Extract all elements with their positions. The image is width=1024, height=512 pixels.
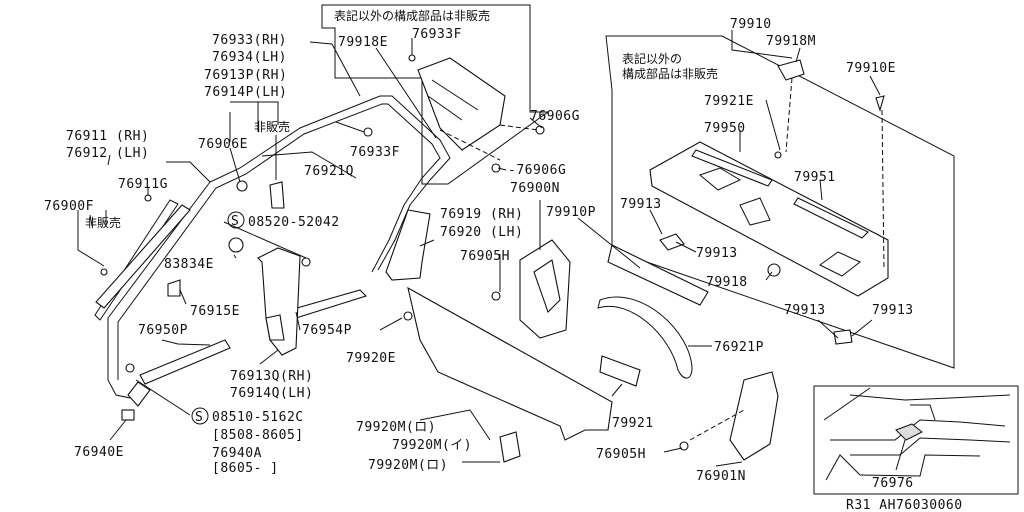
rear-corner-trim xyxy=(689,371,779,461)
label-76933f-b: 76933F xyxy=(412,27,462,42)
sill-plate-piece xyxy=(289,289,368,319)
label-76933: 76933(RH) xyxy=(212,33,287,48)
label-79920m-3: 79920M(ロ) xyxy=(368,458,448,473)
label-79920e: 79920E xyxy=(346,351,396,366)
parcel-shelf-panel xyxy=(649,141,889,297)
leader-lines xyxy=(77,30,885,467)
label-76934: 76934(LH) xyxy=(212,50,287,65)
trim-small-plate xyxy=(599,355,641,387)
center-pillar-trim xyxy=(257,247,301,356)
rear-shelf-strip xyxy=(607,244,709,306)
quarter-trim-panel xyxy=(407,286,613,441)
label-79918m: 79918M xyxy=(766,34,816,49)
label-76912: 76912 (LH) xyxy=(66,146,149,161)
label-79921: 79921 xyxy=(612,416,654,431)
label-79921e: 79921E xyxy=(704,94,754,109)
s-mark-1: S xyxy=(227,211,245,229)
label-79920m-1: 79920M(ロ) xyxy=(356,420,436,435)
label-76921p: 76921P xyxy=(714,340,764,355)
not-sold-note-box: 表記以外の構成部品は非販売 xyxy=(321,4,550,185)
lower-kick-garnish xyxy=(127,339,231,407)
label-08510: 08510-5162C xyxy=(212,410,304,425)
shelf-finisher-79951 xyxy=(793,197,869,239)
label-76906e: 76906E xyxy=(198,137,248,152)
label-76954p: 76954P xyxy=(302,323,352,338)
label-76913p: 76913P(RH) xyxy=(204,68,287,83)
label-76905h-a: 76905H xyxy=(460,249,510,264)
label-08510-range: [8508-8605] xyxy=(212,428,304,443)
label-76906g-b: -76906G xyxy=(508,163,566,178)
label-83834e: 83834E xyxy=(164,257,214,272)
label-76901n: 76901N xyxy=(696,469,746,484)
not-sold-note-right-2: 構成部品は非販売 xyxy=(622,66,718,81)
footer-code: R31 AH76030060 xyxy=(846,498,963,512)
label-76933f-a: 76933F xyxy=(350,145,400,160)
label-76920: 76920 (LH) xyxy=(440,225,523,240)
front-pillar-garnish xyxy=(95,204,191,309)
label-76976: 76976 xyxy=(872,476,914,491)
not-sold-note-text: 表記以外の構成部品は非販売 xyxy=(334,8,490,23)
side-trim-small-pad xyxy=(499,431,521,463)
label-79913-d: 79913 xyxy=(872,303,914,318)
label-76940e: 76940E xyxy=(74,445,124,460)
label-79920m-2: 79920M(イ) xyxy=(392,438,472,453)
s-mark-text-2: S xyxy=(195,410,203,425)
label-79918: 79918 xyxy=(706,275,748,290)
part-labels: 76933(RH) 76934(LH) 76913P(RH) 76914P(LH… xyxy=(44,17,963,512)
label-76911g: 76911G xyxy=(118,177,168,192)
parcel-shelf-box: 表記以外の 構成部品は非販売 xyxy=(605,35,955,369)
label-79951: 79951 xyxy=(794,170,836,185)
rear-pillar-lower xyxy=(519,239,571,339)
label-79910: 79910 xyxy=(730,17,772,32)
label-79913-b: 79913 xyxy=(696,246,738,261)
label-76906g-a: 76906G xyxy=(530,109,580,124)
s-mark-text-1: S xyxy=(231,214,239,229)
label-76921q: 76921Q xyxy=(304,164,354,179)
label-79910e: 79910E xyxy=(846,61,896,76)
roof-header-trim xyxy=(417,57,506,151)
label-76900f: 76900F xyxy=(44,199,94,214)
not-sold-label-2: 非販売 xyxy=(85,215,121,230)
label-76911: 76911 (RH) xyxy=(66,129,149,144)
label-76913q: 76913Q(RH) xyxy=(230,369,313,384)
label-79950: 79950 xyxy=(704,121,746,136)
label-76919: 76919 (RH) xyxy=(440,207,523,222)
not-sold-note-right-1: 表記以外の xyxy=(622,51,682,66)
inset-detail-box: 76976 xyxy=(813,385,1019,495)
label-79913-c: 79913 xyxy=(784,303,826,318)
label-76914q: 76914Q(LH) xyxy=(230,386,313,401)
label-79910p: 79910P xyxy=(546,205,596,220)
label-76900n: 76900N xyxy=(510,181,560,196)
seal-welt-curve xyxy=(597,296,693,379)
rear-pillar-trim xyxy=(385,209,431,281)
label-76940a-range: [8605- ] xyxy=(212,461,279,476)
label-76950p: 76950P xyxy=(138,323,188,338)
s-mark-2: S xyxy=(191,407,209,425)
label-76940a: 76940A xyxy=(212,446,262,461)
label-76915e: 76915E xyxy=(190,304,240,319)
label-79918e: 79918E xyxy=(338,35,388,50)
label-08520: 08520-52042 xyxy=(248,215,340,230)
shelf-finisher-79950 xyxy=(691,149,773,187)
label-76914p: 76914P(LH) xyxy=(204,85,287,100)
label-76905h-b: 76905H xyxy=(596,447,646,462)
not-sold-label-1: 非販売 xyxy=(254,119,290,134)
label-79913-a: 79913 xyxy=(620,197,662,212)
